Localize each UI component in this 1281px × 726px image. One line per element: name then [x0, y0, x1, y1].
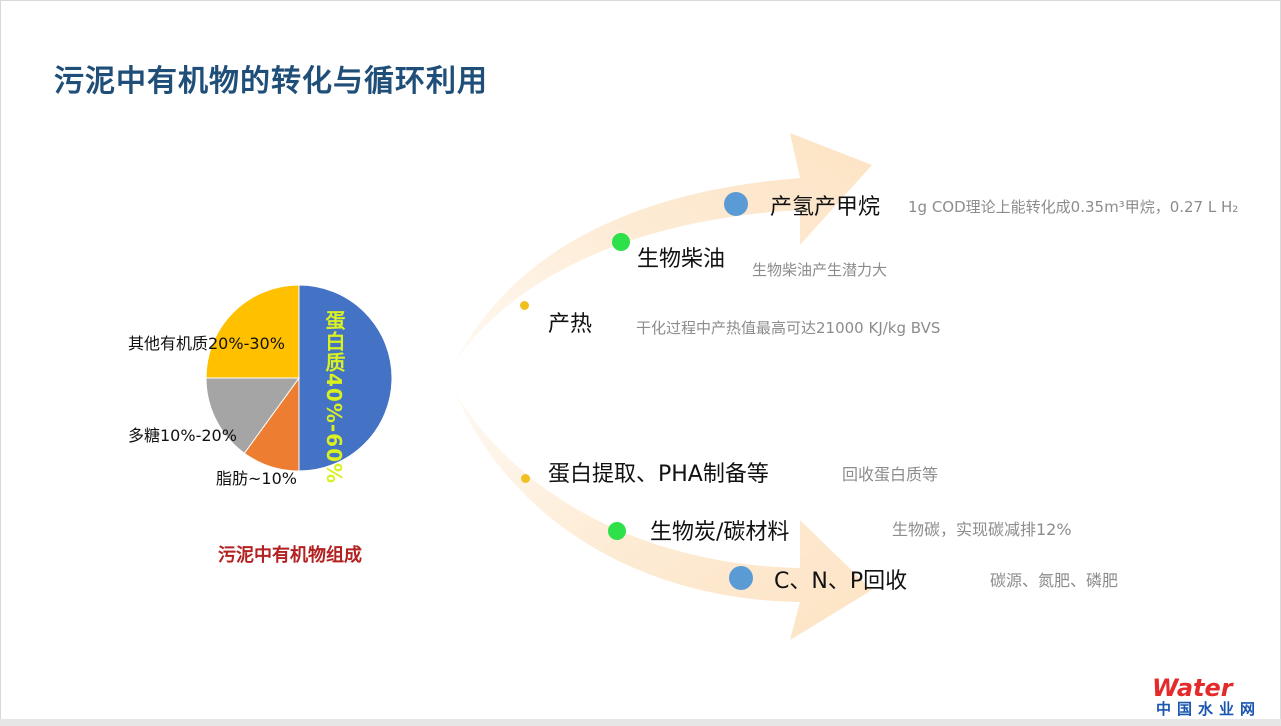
- pie-slice-other: [205, 284, 300, 379]
- upper-item-0-note: 1g COD理论上能转化成0.35m³甲烷，0.27 L H₂: [908, 198, 1239, 216]
- upper-arrow: [455, 133, 872, 362]
- lower-item-1-name: 生物炭/碳材料: [650, 520, 790, 545]
- upper-item-2-name: 产热: [548, 312, 593, 337]
- pie-caption: 污泥中有机物组成: [218, 545, 362, 566]
- lower-item-0-name: 蛋白提取、PHA制备等: [548, 462, 769, 487]
- lower-item-0-dot: [521, 474, 530, 483]
- upper-item-2-note: 干化过程中产热值最高可达21000 KJ/kg BVS: [636, 319, 941, 337]
- upper-item-1-dot: [612, 233, 630, 251]
- water-logo: Water 中国水业网: [1148, 672, 1274, 718]
- lower-arrow: [455, 392, 872, 640]
- upper-item-1-name: 生物柴油: [637, 247, 726, 272]
- lower-item-2-dot: [729, 566, 753, 590]
- lower-item-2-name: C、N、P回收: [774, 569, 908, 594]
- lower-item-1-dot: [608, 522, 626, 540]
- lower-item-2-note: 碳源、氮肥、磷肥: [990, 571, 1119, 590]
- pie-label-other: 其他有机质20%-30%: [128, 334, 285, 353]
- lower-item-1-note: 生物碳，实现碳减排12%: [892, 520, 1072, 539]
- logo-word-text: Water: [1152, 674, 1233, 702]
- lower-item-0-note: 回收蛋白质等: [842, 465, 939, 484]
- pie-chart: [205, 284, 393, 472]
- upper-item-2-dot: [520, 301, 529, 310]
- page-title: 污泥中有机物的转化与循环利用: [54, 64, 488, 99]
- upper-item-1-note: 生物柴油产生潜力大: [752, 261, 888, 279]
- pie-label-fat: 脂肪~10%: [216, 469, 297, 488]
- pie-label-polysaccharide: 多糖10%-20%: [128, 426, 237, 445]
- pie-slice-polysaccharide: [205, 377, 300, 454]
- pie-slice-protein: [298, 284, 393, 472]
- upper-item-0-name: 产氢产甲烷: [770, 195, 881, 220]
- logo-word: Water: [1152, 674, 1233, 702]
- logo-cn: 中国水业网: [1156, 700, 1262, 718]
- bottom-band: [0, 719, 1281, 726]
- upper-item-0-dot: [724, 192, 748, 216]
- pie-label-protein: 蛋白质40%-60%: [322, 310, 346, 485]
